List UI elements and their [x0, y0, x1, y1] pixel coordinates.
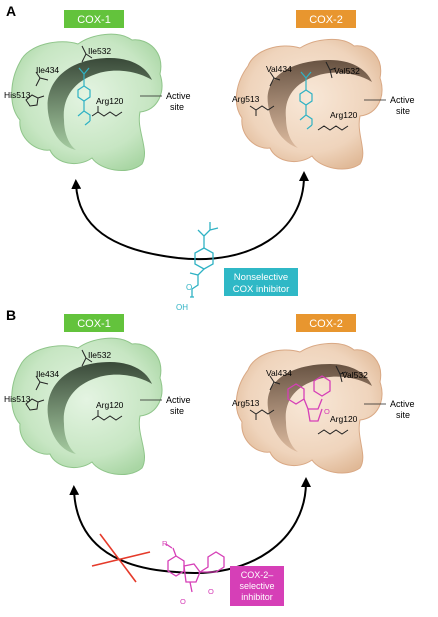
cox2-enzyme-shape — [235, 39, 383, 170]
cox2-val434-sidechain — [269, 375, 281, 391]
ibuprofen-structure — [189, 222, 219, 298]
cox2-enzyme-shape — [235, 343, 383, 474]
rofecoxib-atom-o-carbonyl: O — [208, 587, 214, 596]
cox1-residue-ile434: Ile434 — [36, 65, 59, 75]
panel-a-arrow-to-cox1 — [71, 179, 179, 259]
cox1-arg120-sidechain — [91, 410, 123, 421]
panel-a-cox1-label: COX-1 — [64, 10, 124, 28]
cox1-his513-ring — [25, 398, 45, 411]
cox1-active-site-line2: site — [170, 102, 184, 112]
cox2-bound-ibuprofen — [299, 71, 313, 130]
selective-inhibitor-label: COX-2– selective inhibitor — [230, 566, 284, 606]
panel-b-cox2-enzyme: O Val434 Val532 Arg513 Arg120 Active sit… — [232, 343, 415, 474]
nonselective-line1: Nonselective — [234, 272, 288, 283]
cox1-label-text: COX-1 — [77, 14, 111, 26]
cox2-val532-sidechain — [335, 365, 347, 383]
rofecoxib-atom-o-ring: O — [180, 597, 186, 606]
nonselective-line2: COX inhibitor — [233, 284, 290, 295]
nonselective-label-box — [224, 268, 298, 296]
cox1-ile434-sidechain — [35, 375, 49, 391]
cox1-residue-ile532: Ile532 — [88, 350, 111, 360]
cox2-label-text: COX-2 — [309, 318, 343, 330]
cox2-val434-sidechain — [269, 71, 281, 87]
panel-a-cox2-enzyme: Val434 Val532 Arg513 Arg120 Active site — [232, 39, 415, 170]
cox1-channel — [47, 362, 153, 454]
cox2-val532-sidechain — [325, 61, 337, 79]
cox1-ile532-sidechain — [81, 349, 93, 367]
panel-b-arrow-to-cox1 — [69, 485, 177, 573]
cox1-arg120-sidechain — [91, 106, 123, 117]
cox1-active-site-line1: Active — [166, 91, 191, 101]
cox1-residue-his513: His513 — [4, 90, 31, 100]
panel-a-cox2-label: COX-2 — [296, 10, 356, 28]
panel-a-cox1-enzyme: Ile532 Ile434 His513 Arg120 Active site — [4, 33, 191, 172]
cox2-bound-atom-o: O — [324, 407, 330, 416]
panel-b-cox1-label: COX-1 — [64, 314, 124, 332]
cox2-bound-rofecoxib — [287, 375, 331, 422]
panel-a-letter: A — [6, 3, 16, 19]
cox2-active-site-line2: site — [396, 106, 410, 116]
cox2-channel — [267, 60, 372, 148]
cox1-label-box — [64, 10, 124, 28]
cox2-active-site-line1: Active — [390, 399, 415, 409]
cox2-residue-val434: Val434 — [266, 368, 292, 378]
cox2-label-box — [296, 314, 356, 332]
cox1-ile434-sidechain — [35, 71, 49, 87]
cox2-residue-arg120: Arg120 — [330, 414, 358, 424]
cox1-residue-ile434: Ile434 — [36, 369, 59, 379]
ibuprofen-atom-o: O — [186, 283, 192, 292]
cox1-active-site-line1: Active — [166, 395, 191, 405]
selective-line2: selective — [239, 581, 274, 591]
cox1-active-site-line2: site — [170, 406, 184, 416]
cox1-his513-ring — [25, 94, 45, 107]
cox2-arg120-sidechain — [317, 125, 349, 131]
cox1-channel — [47, 58, 153, 150]
selective-line3: inhibitor — [241, 592, 273, 602]
rofecoxib-structure — [165, 543, 225, 593]
cox2-residue-arg513: Arg513 — [232, 94, 260, 104]
cox1-residue-arg120: Arg120 — [96, 96, 124, 106]
panel-b-cox2-label: COX-2 — [296, 314, 356, 332]
rofecoxib-atom-r: R — [162, 539, 168, 548]
cox1-residue-ile532: Ile532 — [88, 46, 111, 56]
cox2-arg513-sidechain — [249, 409, 275, 420]
selective-label-box — [230, 566, 284, 606]
cox1-label-box — [64, 314, 124, 332]
cox2-residue-arg120: Arg120 — [330, 110, 358, 120]
cox2-residue-val532: Val532 — [342, 370, 368, 380]
cox1-label-text: COX-1 — [77, 318, 111, 330]
cox1-bound-ibuprofen — [77, 67, 91, 126]
cox2-arg120-sidechain — [317, 429, 349, 435]
panel-a-arrow-to-cox2 — [177, 171, 309, 261]
cox2-arg513-sidechain — [249, 105, 275, 116]
ibuprofen-atom-oh: OH — [176, 303, 188, 312]
panel-b-cox1-enzyme: Ile532 Ile434 His513 Arg120 Active site — [4, 337, 191, 476]
panel-b-arrow-to-cox2 — [175, 477, 311, 574]
panel-b-letter: B — [6, 307, 16, 323]
cox2-active-site-line1: Active — [390, 95, 415, 105]
selective-line1: COX-2– — [241, 570, 274, 580]
nonselective-inhibitor-label: Nonselective COX inhibitor — [224, 268, 298, 296]
cox1-residue-his513: His513 — [4, 394, 31, 404]
cox1-ile532-sidechain — [81, 45, 93, 63]
panel-b: B COX-1 COX-2 Ile532 Ile434 His513 Arg12… — [4, 307, 415, 606]
cox2-label-text: COX-2 — [309, 14, 343, 26]
panel-a: A COX-1 COX-2 Ile532 Ile434 — [4, 3, 415, 312]
cox2-residue-val434: Val434 — [266, 64, 292, 74]
cox2-residue-val532: Val532 — [334, 66, 360, 76]
cox2-active-site-line2: site — [396, 410, 410, 420]
x-mark-icon — [91, 533, 151, 583]
cox2-label-box — [296, 10, 356, 28]
cox1-residue-arg120: Arg120 — [96, 400, 124, 410]
cox2-residue-arg513: Arg513 — [232, 398, 260, 408]
